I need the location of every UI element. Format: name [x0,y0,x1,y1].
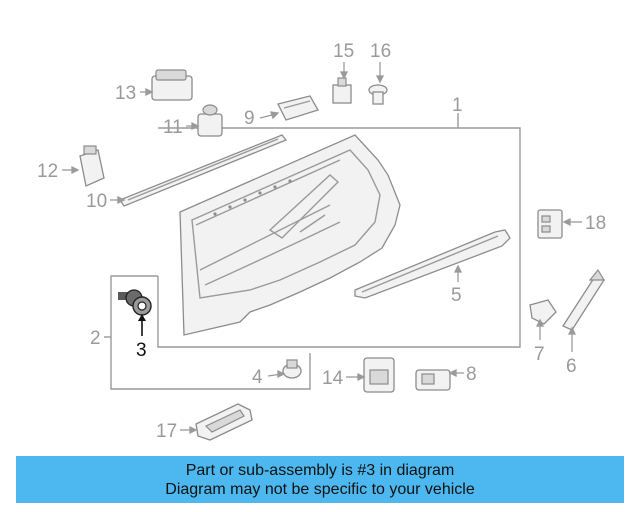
callout-9: 9 [244,108,255,129]
part-3-fastener [118,289,152,316]
part-12-bracket [79,145,105,187]
part-10-strip [119,134,288,207]
part-9-switch [277,95,319,121]
info-banner: Part or sub-assembly is #3 in diagram Di… [16,456,624,503]
banner-line-part: Part or sub-assembly is #3 in diagram [185,462,455,479]
callout-2: 2 [90,328,101,349]
door-trim-panel [179,134,401,336]
callout-1: 1 [452,95,463,116]
part-17-handle [195,403,253,441]
part-15-clip [332,77,352,104]
part-6-strip [562,268,606,331]
part-4-clip [282,359,302,379]
part-16-pin [368,84,388,105]
part-8-switch [415,369,451,391]
callout-10: 10 [86,191,107,212]
callout-4: 4 [252,367,263,388]
callout-3: 3 [136,340,147,361]
callout-16: 16 [370,41,391,62]
callout-7: 7 [534,344,545,365]
part-7-clip [529,299,557,325]
leader-lines [62,62,582,435]
part-13-switch [151,69,193,101]
part-14-switch [363,357,395,393]
banner-line-disclaimer: Diagram may not be specific to your vehi… [165,481,475,498]
callout-14: 14 [322,368,344,389]
bracket-1 [157,127,521,348]
part-11-knob [197,104,223,137]
callout-18: 18 [585,213,606,234]
callout-8: 8 [466,364,477,385]
callout-13: 13 [115,83,136,104]
bracket-2 [110,275,311,390]
part-5-trim [354,229,511,299]
part-18-module [537,209,563,239]
callout-6: 6 [566,356,577,377]
callout-5: 5 [451,285,462,306]
callout-11: 11 [163,117,183,138]
callout-15: 15 [333,41,354,62]
callout-12: 12 [37,161,58,182]
callout-17: 17 [156,421,177,442]
